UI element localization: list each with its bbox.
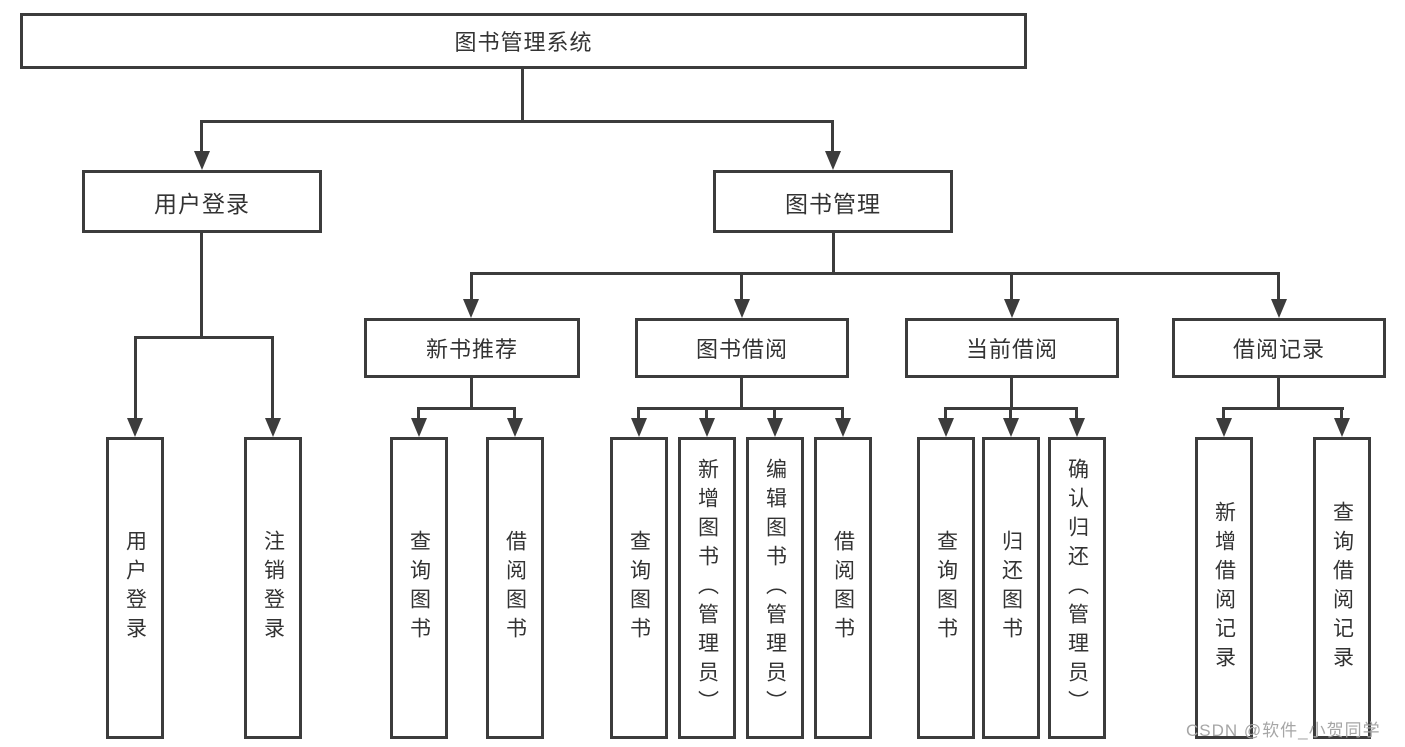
arrow-down-icon xyxy=(938,418,954,437)
arrow-down-icon xyxy=(825,151,841,170)
leaf-logout-label: 注销登录 xyxy=(261,530,285,646)
node-root: 图书管理系统 xyxy=(20,13,1027,69)
leaf-borrow-query-books: 查询图书 xyxy=(610,437,668,739)
node-new-book-recommend: 新书推荐 xyxy=(364,318,580,378)
leaf-logout: 注销登录 xyxy=(244,437,302,739)
arrow-down-icon xyxy=(1334,418,1350,437)
node-user-login: 用户登录 xyxy=(82,170,322,233)
arrow-down-icon xyxy=(507,418,523,437)
arrow-down-icon xyxy=(1271,299,1287,318)
connector-line xyxy=(1009,407,1012,419)
node-book-borrow: 图书借阅 xyxy=(635,318,849,378)
leaf-records-query-record: 查询借阅记录 xyxy=(1313,437,1371,739)
leaf-records-add-record-label: 新增借阅记录 xyxy=(1212,501,1236,675)
leaf-user-login-label: 用户登录 xyxy=(123,530,147,646)
leaf-borrow-borrow-books: 借阅图书 xyxy=(814,437,872,739)
leaf-recommend-borrow-books: 借阅图书 xyxy=(486,437,544,739)
node-new-book-recommend-label: 新书推荐 xyxy=(425,337,518,362)
connector-line xyxy=(740,378,743,409)
arrow-down-icon xyxy=(835,418,851,437)
node-current-borrow-label: 当前借阅 xyxy=(965,337,1058,362)
leaf-borrow-edit-books-admin: 编辑图书（管理员） xyxy=(746,437,804,739)
node-book-management-label: 图书管理 xyxy=(785,190,881,217)
arrow-down-icon xyxy=(699,418,715,437)
connector-line xyxy=(470,272,473,300)
node-borrow-records: 借阅记录 xyxy=(1172,318,1386,378)
leaf-borrow-edit-books-admin-label: 编辑图书（管理员） xyxy=(763,457,787,719)
connector-line xyxy=(637,407,640,419)
arrow-down-icon xyxy=(127,418,143,437)
connector-line xyxy=(1277,272,1280,300)
connector-line xyxy=(638,407,844,410)
connector-line xyxy=(740,272,743,300)
leaf-recommend-query-books: 查询图书 xyxy=(390,437,448,739)
arrow-down-icon xyxy=(1216,418,1232,437)
connector-line xyxy=(134,336,274,339)
connector-line xyxy=(200,120,203,153)
leaf-current-confirm-return-admin-label: 确认归还（管理员） xyxy=(1065,457,1089,719)
connector-line xyxy=(417,407,420,419)
arrow-down-icon xyxy=(1069,418,1085,437)
leaf-recommend-query-books-label: 查询图书 xyxy=(407,530,431,646)
connector-line xyxy=(773,407,776,419)
connector-line xyxy=(832,233,835,275)
arrow-down-icon xyxy=(194,151,210,170)
watermark: CSDN @软件_小贺同学 xyxy=(1186,721,1381,740)
leaf-current-confirm-return-admin: 确认归还（管理员） xyxy=(1048,437,1106,739)
connector-line xyxy=(513,407,516,419)
leaf-borrow-query-books-label: 查询图书 xyxy=(627,530,651,646)
connector-line xyxy=(1340,407,1343,419)
connector-line xyxy=(471,272,1280,275)
leaf-records-query-record-label: 查询借阅记录 xyxy=(1330,501,1354,675)
connector-line xyxy=(134,336,137,418)
arrow-down-icon xyxy=(1003,418,1019,437)
node-current-borrow: 当前借阅 xyxy=(905,318,1119,378)
leaf-current-return-books: 归还图书 xyxy=(982,437,1040,739)
leaf-user-login: 用户登录 xyxy=(106,437,164,739)
connector-line xyxy=(521,69,524,123)
leaf-records-add-record: 新增借阅记录 xyxy=(1195,437,1253,739)
connector-line xyxy=(1223,407,1344,410)
connector-line xyxy=(841,407,844,419)
arrow-down-icon xyxy=(631,418,647,437)
connector-line xyxy=(470,378,473,409)
arrow-down-icon xyxy=(767,418,783,437)
arrow-down-icon xyxy=(734,299,750,318)
arrow-down-icon xyxy=(265,418,281,437)
connector-line xyxy=(831,120,834,153)
connector-line xyxy=(201,120,834,123)
connector-line xyxy=(1277,378,1280,409)
node-borrow-records-label: 借阅记录 xyxy=(1232,337,1325,362)
node-root-label: 图书管理系统 xyxy=(454,30,593,55)
arrow-down-icon xyxy=(1004,299,1020,318)
connector-line xyxy=(1010,272,1013,300)
arrow-down-icon xyxy=(411,418,427,437)
leaf-current-return-books-label: 归还图书 xyxy=(999,530,1023,646)
leaf-borrow-add-books-admin: 新增图书（管理员） xyxy=(678,437,736,739)
leaf-borrow-borrow-books-label: 借阅图书 xyxy=(831,530,855,646)
node-book-management: 图书管理 xyxy=(713,170,953,233)
connector-line xyxy=(705,407,708,419)
connector-line xyxy=(418,407,516,410)
leaf-borrow-add-books-admin-label: 新增图书（管理员） xyxy=(695,457,719,719)
leaf-recommend-borrow-books-label: 借阅图书 xyxy=(503,530,527,646)
node-book-borrow-label: 图书借阅 xyxy=(695,337,788,362)
connector-line xyxy=(271,336,274,418)
leaf-current-query-books: 查询图书 xyxy=(917,437,975,739)
leaf-current-query-books-label: 查询图书 xyxy=(934,530,958,646)
connector-line xyxy=(1010,378,1013,409)
connector-line xyxy=(944,407,947,419)
connector-line xyxy=(200,233,203,338)
connector-line xyxy=(1075,407,1078,419)
node-user-login-label: 用户登录 xyxy=(154,190,250,217)
connector-line xyxy=(1222,407,1225,419)
arrow-down-icon xyxy=(463,299,479,318)
